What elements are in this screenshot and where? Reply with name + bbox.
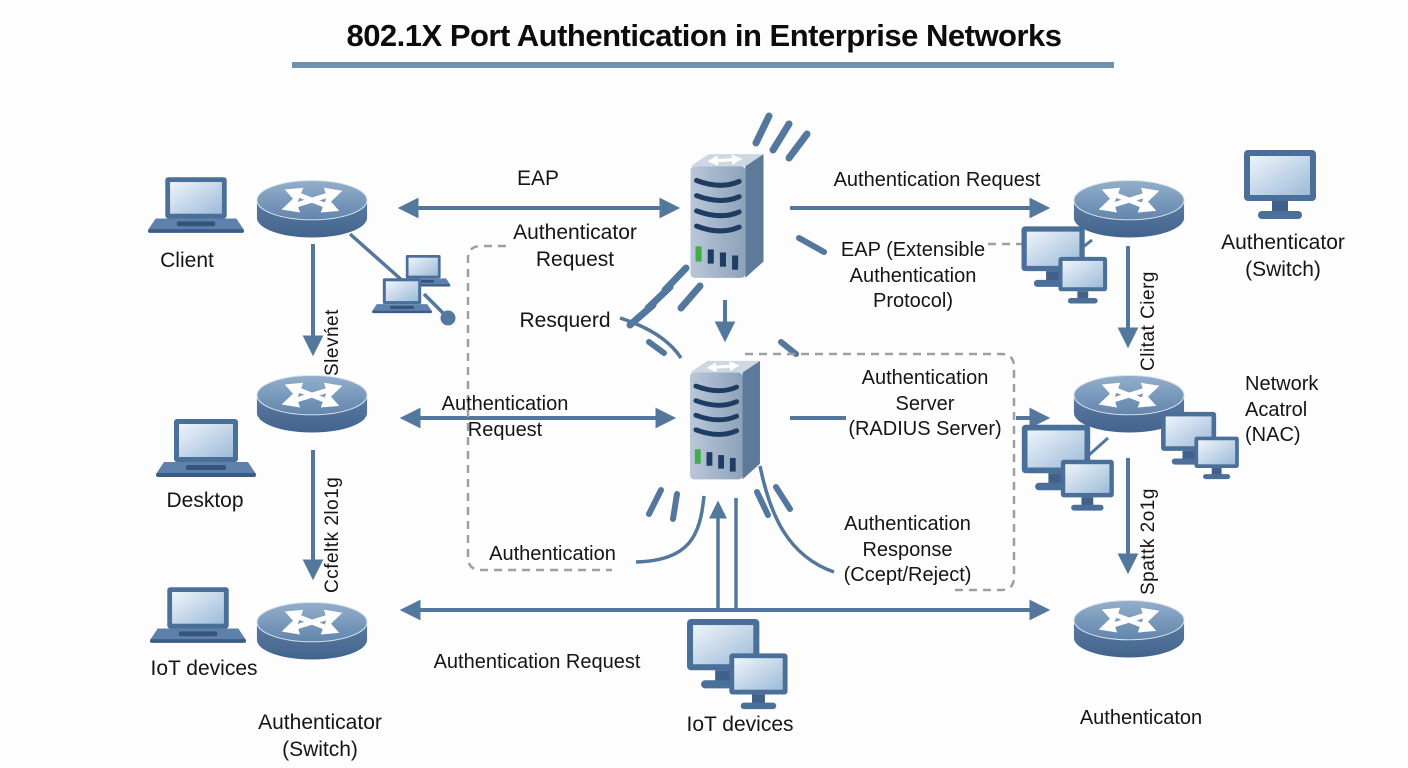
slevnet-flow-label: Slevńet [322,309,343,376]
resquerd-label: Resquerd [519,309,611,332]
auth-request-mid-label: Authentication Request [441,393,569,441]
auth-response-label: Authentication Response (Ccept/Reject) [843,513,972,587]
desktop-label: Desktop [166,489,244,512]
ccfeltk-flow-label: Ccfeltk 2lo1g [322,476,343,593]
eap-protocol-label: EAP (Extensible Authentication Protocol) [840,239,986,313]
monitor-group-icon [1158,408,1243,493]
client-label: Client [160,249,214,272]
eap-label: EAP [516,167,560,190]
laptop-icon [150,586,246,648]
clitat-cierg-flow-label: Clitat Cierg [1138,271,1159,371]
router-switch-icon [253,176,371,242]
authenticator-switch-bottom-label: Authenticator (Switch) [258,711,382,761]
server-icon [678,355,772,491]
authenticator-switch-right-label: Authenticator (Switch) [1221,231,1345,281]
laptop-icon [156,418,256,482]
monitor-group-icon [1018,420,1113,515]
auth-request-bottom-label: Authentication Request [433,651,641,673]
spattk-flow-label: Spattk 2o1g [1138,488,1159,595]
router-switch-icon [253,598,371,664]
title-underline [292,62,1114,68]
laptop-icon [148,176,244,238]
network-nac-label: Network Acatrol (NAC) [1245,373,1319,447]
authentication-label: Authentication [489,543,616,565]
router-switch-icon [1070,596,1188,662]
page-title: 802.1X Port Authentication in Enterprise… [346,18,1062,53]
laptop-group-icon [372,246,452,322]
monitor-group-icon [1018,222,1108,312]
auth-request-top-label: Authentication Request [833,169,1041,191]
authenticaton-label: Authenticaton [1079,707,1203,729]
iot-devices-left-label: IoT devices [150,657,258,680]
authenticator-request-label: Authenticator Request [513,221,637,271]
iot-devices-center-label: IoT devices [686,713,794,736]
router-switch-icon [253,371,371,437]
monitor-icon [1240,148,1320,222]
auth-server-label: Authentication Server (RADIUS Server) [848,367,1002,441]
monitor-group-icon [682,614,782,712]
server-icon [680,148,774,290]
